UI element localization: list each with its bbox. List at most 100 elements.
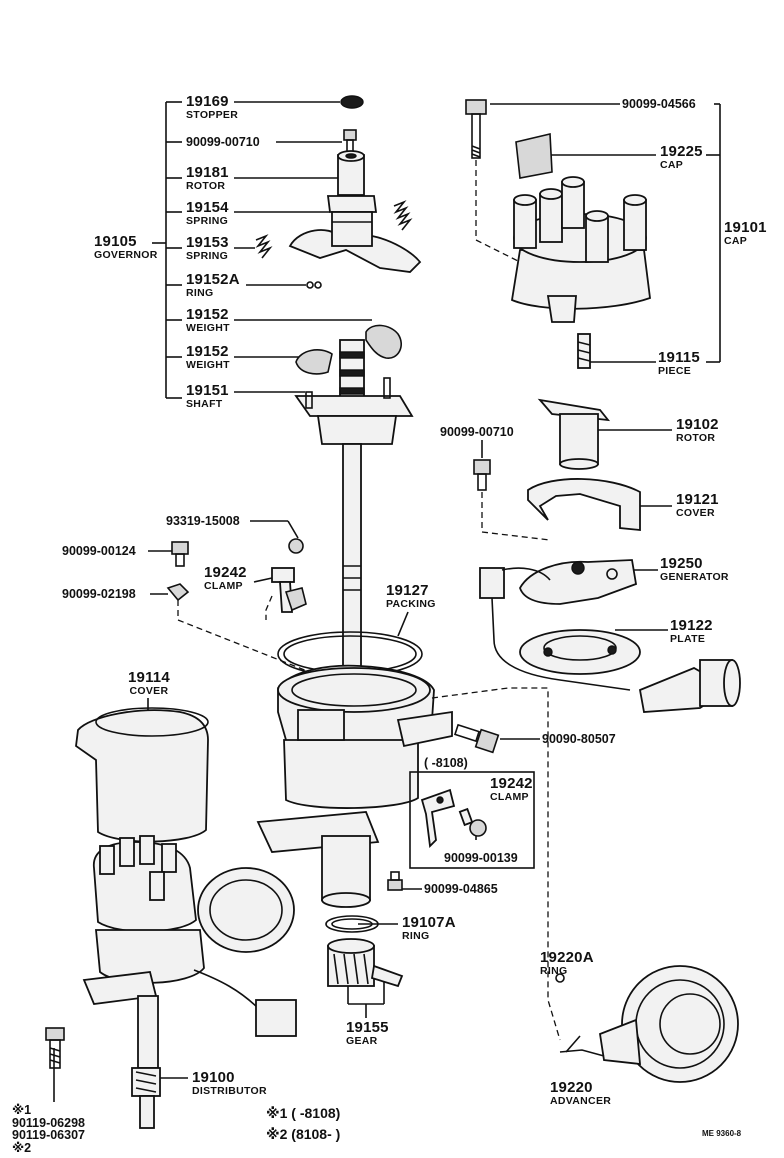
- label-19169: 19169 STOPPER: [186, 94, 238, 121]
- gear-part: [327, 938, 404, 988]
- part-name: RING: [186, 287, 214, 299]
- dash-line-cap: [475, 160, 557, 300]
- part-name: GEAR: [346, 1035, 378, 1047]
- rotor-governor-part: [288, 150, 422, 273]
- part-number: 19181: [186, 164, 229, 181]
- distributor-cap: [511, 176, 651, 323]
- part-name: DISTRIBUTOR: [192, 1085, 267, 1097]
- part-number: 19151: [186, 382, 229, 399]
- label-19100: 19100 DISTRIBUTOR: [192, 1070, 267, 1097]
- part-name: CAP: [724, 235, 748, 247]
- advancer-part: [555, 965, 739, 1083]
- part-name: SPRING: [186, 215, 229, 227]
- label-19153: 19153 SPRING: [186, 235, 229, 262]
- part-number: 19105: [94, 233, 137, 250]
- label-19127: 19127 PACKING: [386, 583, 436, 610]
- ring-small: [306, 281, 322, 289]
- label-19101: 19101 CAP: [724, 220, 767, 247]
- part-number: 19242: [204, 564, 247, 581]
- label-19152A: 19152A RING: [186, 272, 240, 299]
- rotor-part: [537, 398, 611, 470]
- part-number: 19155: [346, 1019, 389, 1036]
- label-19122: 19122 PLATE: [670, 618, 713, 645]
- bolt-bottom-left: [45, 1027, 65, 1069]
- shaft-long: [342, 443, 362, 675]
- label-19114: 19114 COVER: [128, 670, 170, 697]
- part-name: SHAFT: [186, 398, 223, 410]
- reference-code: ME 9360-8: [702, 1129, 742, 1138]
- part-number: 19169: [186, 93, 229, 110]
- label-19242-box: 19242 CLAMP: [490, 776, 533, 803]
- label-range-8108: ( -8108): [424, 756, 468, 770]
- label-19155: 19155 GEAR: [346, 1020, 389, 1047]
- label-19152-upper: 19152 WEIGHT: [186, 307, 230, 334]
- part-number: 19220: [550, 1079, 593, 1096]
- part-number: 19152: [186, 343, 229, 360]
- bolt-variant-note: ※1 90119-06298 90119-06307 ※2: [12, 1104, 85, 1154]
- part-name: CAP: [660, 159, 684, 171]
- label-90099-00124: 90099-00124: [62, 544, 136, 558]
- part-name: SPRING: [186, 250, 229, 262]
- label-90099-02198: 90099-02198: [62, 587, 136, 601]
- part-number: 19122: [670, 617, 713, 634]
- label-90099-00710-mid: 90099-00710: [440, 425, 514, 439]
- label-19225: 19225 CAP: [660, 144, 703, 171]
- shaft-top: [294, 339, 414, 445]
- label-90090-80507: 90090-80507: [542, 732, 616, 746]
- part-name: WEIGHT: [186, 359, 230, 371]
- part-name: ROTOR: [186, 180, 226, 192]
- part-name: CLAMP: [490, 791, 529, 803]
- dash-line-left: [177, 595, 331, 681]
- part-number: 19220A: [540, 949, 594, 966]
- part-number: 19242: [490, 775, 533, 792]
- label-19242-left: 19242 CLAMP: [204, 565, 247, 592]
- label-19105: 19105 GOVERNOR: [94, 234, 158, 261]
- part-name: COVER: [129, 685, 169, 697]
- part-number: 19152A: [186, 271, 240, 288]
- part-name: CLAMP: [204, 580, 243, 592]
- spring-left: [255, 234, 273, 259]
- part-number: 19121: [676, 491, 719, 508]
- spring-right: [393, 200, 413, 231]
- connector-right: [638, 659, 741, 713]
- bolt-note-mark2: ※2: [12, 1140, 32, 1155]
- bolt-note-num1: 90119-06298: [12, 1115, 85, 1130]
- legend-line-1: ※1 ( -8108): [266, 1105, 341, 1121]
- part-number: 19153: [186, 234, 229, 251]
- dash-line-generator: [481, 492, 551, 541]
- part-name: PLATE: [670, 633, 706, 645]
- part-number: 19225: [660, 143, 703, 160]
- label-19151: 19151 SHAFT: [186, 383, 229, 410]
- ring-19107A: [325, 915, 379, 933]
- part-number: 19127: [386, 582, 429, 599]
- cover-plate-part: [527, 478, 641, 531]
- part-name: GENERATOR: [660, 571, 729, 583]
- cover-19114: [75, 707, 209, 843]
- part-name: PACKING: [386, 598, 436, 610]
- part-number: 19114: [128, 669, 170, 686]
- label-19121: 19121 COVER: [676, 492, 719, 519]
- part-name: COVER: [676, 507, 715, 519]
- legend-line-2: ※2 (8108- ): [266, 1126, 341, 1142]
- label-19220A: 19220A RING: [540, 950, 594, 977]
- part-number: 19107A: [402, 914, 456, 931]
- screw-mid: [473, 459, 491, 491]
- label-90099-04865: 90099-04865: [424, 882, 498, 896]
- plate-part: [519, 629, 641, 675]
- screw-90099-04865: [387, 871, 403, 891]
- screw-left-1: [171, 541, 189, 567]
- part-number: 19115: [658, 349, 700, 366]
- label-19107A: 19107A RING: [402, 915, 456, 942]
- part-name: PIECE: [658, 365, 692, 377]
- part-number: 19250: [660, 555, 703, 572]
- part-name: ADVANCER: [550, 1095, 612, 1107]
- bolt-90090: [453, 723, 500, 754]
- part-number: 19101: [724, 219, 767, 236]
- bolt-top-right: [465, 99, 487, 159]
- label-90099-04566: 90099-04566: [622, 97, 696, 111]
- part-number: 19100: [192, 1069, 235, 1086]
- weight-left: [295, 349, 333, 375]
- label-19115: 19115 PIECE: [658, 350, 700, 377]
- housing-body: [256, 664, 453, 908]
